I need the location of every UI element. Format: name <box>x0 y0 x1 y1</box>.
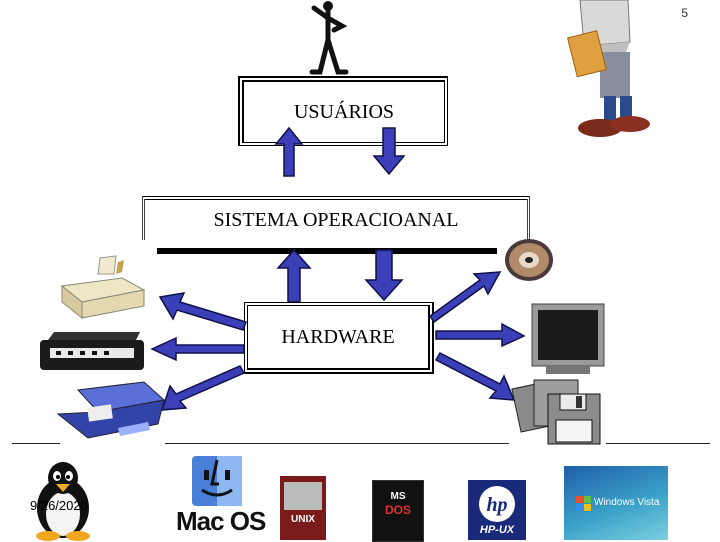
os-box: SISTEMA OPERACIOANAL <box>142 196 530 240</box>
msdos-label-line1: MS <box>390 491 406 502</box>
arrow-to-monitor-icon <box>435 322 526 348</box>
mac-os-logo-text: Mac OS <box>176 506 266 536</box>
linux-tux-logo <box>36 462 90 541</box>
printer-icon <box>60 255 146 320</box>
os-label: SISTEMA OPERACIOANAL <box>213 208 459 231</box>
slide-number: 5 <box>681 6 688 20</box>
divider-line <box>12 443 60 444</box>
mac-finder-face-icon <box>192 456 242 506</box>
hpux-logo: hp HP-UX <box>468 480 526 540</box>
stick-figure-icon <box>309 1 349 75</box>
hardware-label: HARDWARE <box>281 325 395 348</box>
floppy-disks-icon <box>511 379 601 445</box>
msdos-label-line2: DOS <box>384 503 411 517</box>
windows-vista-logo: Windows Vista <box>564 466 668 540</box>
windows-flag-icon <box>576 496 591 511</box>
reader-character-icon <box>566 0 650 137</box>
windows-vista-label: Windows Vista <box>594 497 660 508</box>
svg-text:hp: hp <box>486 494 507 516</box>
cd-icon <box>505 239 553 281</box>
arrow-down-icon <box>364 249 404 302</box>
arrow-to-floppy-icon <box>434 352 516 401</box>
arrow-down-icon <box>372 127 406 176</box>
arrow-to-drive-icon <box>160 365 246 411</box>
os-underline <box>157 248 497 254</box>
users-label: USUÁRIOS <box>293 100 395 123</box>
arrow-to-cd-icon <box>428 271 502 324</box>
hp-circle-icon: hp <box>479 486 515 522</box>
arrow-to-printer-icon <box>158 292 247 331</box>
unix-book-cover: UNIX <box>280 476 326 540</box>
monitor-icon <box>531 303 605 374</box>
msdos-box-cover: MS DOS <box>372 480 424 542</box>
divider-line <box>606 443 710 444</box>
modem-icon <box>40 332 144 370</box>
slide-date: 9/26/2020 <box>30 498 88 513</box>
divider-line <box>165 443 509 444</box>
arrow-up-icon <box>274 126 304 177</box>
unix-book-title: UNIX <box>291 514 315 525</box>
arrow-to-modem-icon <box>150 336 245 362</box>
hardware-box: HARDWARE <box>244 302 434 374</box>
hpux-label: HP-UX <box>479 524 515 536</box>
users-box: USUÁRIOS <box>238 76 448 146</box>
hard-drive-icon <box>56 381 166 439</box>
